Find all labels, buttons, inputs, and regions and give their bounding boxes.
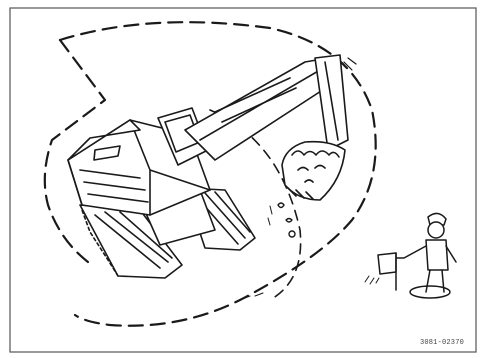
figure-code: 3081-02370 <box>420 339 464 347</box>
